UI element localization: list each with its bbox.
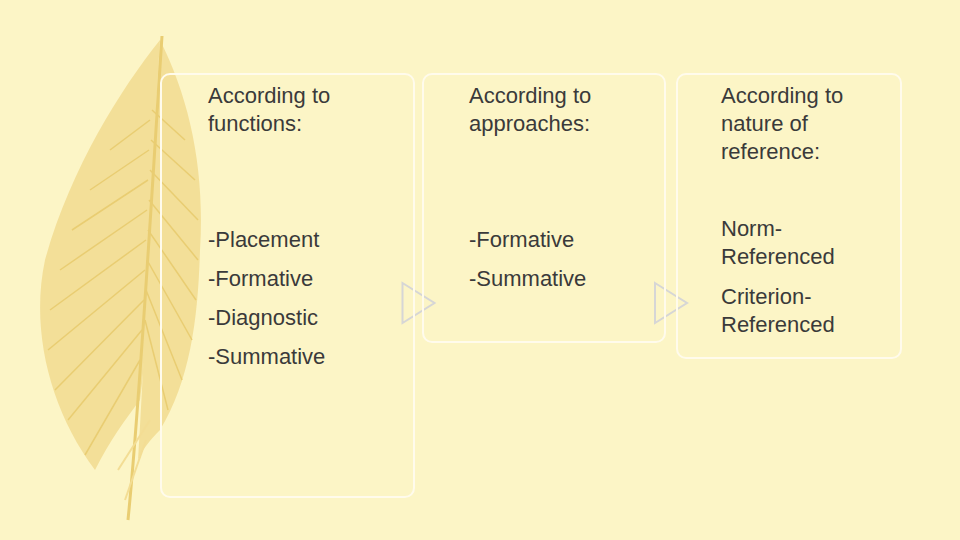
list-item: -Formative xyxy=(208,259,398,298)
category-box: According to functions: -Placement-Format… xyxy=(160,73,415,498)
box-heading: According to approaches: xyxy=(469,82,619,138)
category-box: According to nature of reference: Norm-Re… xyxy=(676,73,902,359)
box-heading: According to functions: xyxy=(208,82,358,138)
arrow-head xyxy=(655,283,687,323)
arrow-head xyxy=(403,283,435,323)
list-item: -Diagnostic xyxy=(208,298,398,337)
category-box: According to approaches: -Formative-Summa… xyxy=(422,73,666,343)
list-item: -Placement xyxy=(208,220,398,259)
process-arrow xyxy=(655,283,687,323)
list-item: -Summative xyxy=(469,259,649,298)
list-item: Norm-Referenced xyxy=(721,215,871,271)
list-item: Criterion-Referenced xyxy=(721,283,871,339)
list-item: -Formative xyxy=(469,220,649,259)
list-item: -Summative xyxy=(208,337,398,376)
process-arrow xyxy=(403,283,435,323)
box-heading: According to nature of reference: xyxy=(721,82,871,166)
